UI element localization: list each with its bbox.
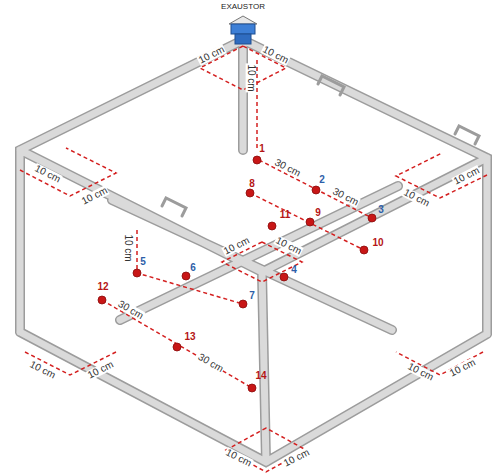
callout-number: 6 [190, 263, 196, 273]
callout-number: 7 [249, 291, 255, 301]
callout-number: 12 [97, 282, 108, 292]
dimension-lines [20, 46, 487, 472]
callout-number: 13 [184, 332, 195, 342]
dimension-label: 30 cm [273, 157, 304, 179]
callout-number: 4 [291, 265, 297, 275]
dimension-label: 30 cm [196, 351, 226, 374]
callout-number: 8 [249, 179, 255, 189]
dimension-label: 30 cm [331, 186, 362, 208]
callout-number: 9 [315, 208, 321, 218]
callout-number: 2 [319, 175, 325, 185]
dimension-label: 10 cm [123, 233, 133, 262]
measurement-points [98, 156, 376, 392]
exhaust-label: EXAUSTOR [221, 3, 265, 11]
callout-number: 14 [255, 371, 266, 381]
callout-number: 5 [140, 257, 146, 267]
dimension-label: 10 cm [246, 63, 256, 92]
dimension-label: 10 cm [28, 359, 59, 381]
callout-number: 3 [378, 205, 384, 215]
callout-number: 11 [280, 210, 291, 220]
callout-number: 10 [372, 238, 383, 248]
pvc-pipes [20, 40, 487, 462]
dimension-label: 10 cm [448, 357, 479, 379]
exhaust-fan [229, 16, 257, 44]
callout-number: 1 [259, 144, 265, 154]
